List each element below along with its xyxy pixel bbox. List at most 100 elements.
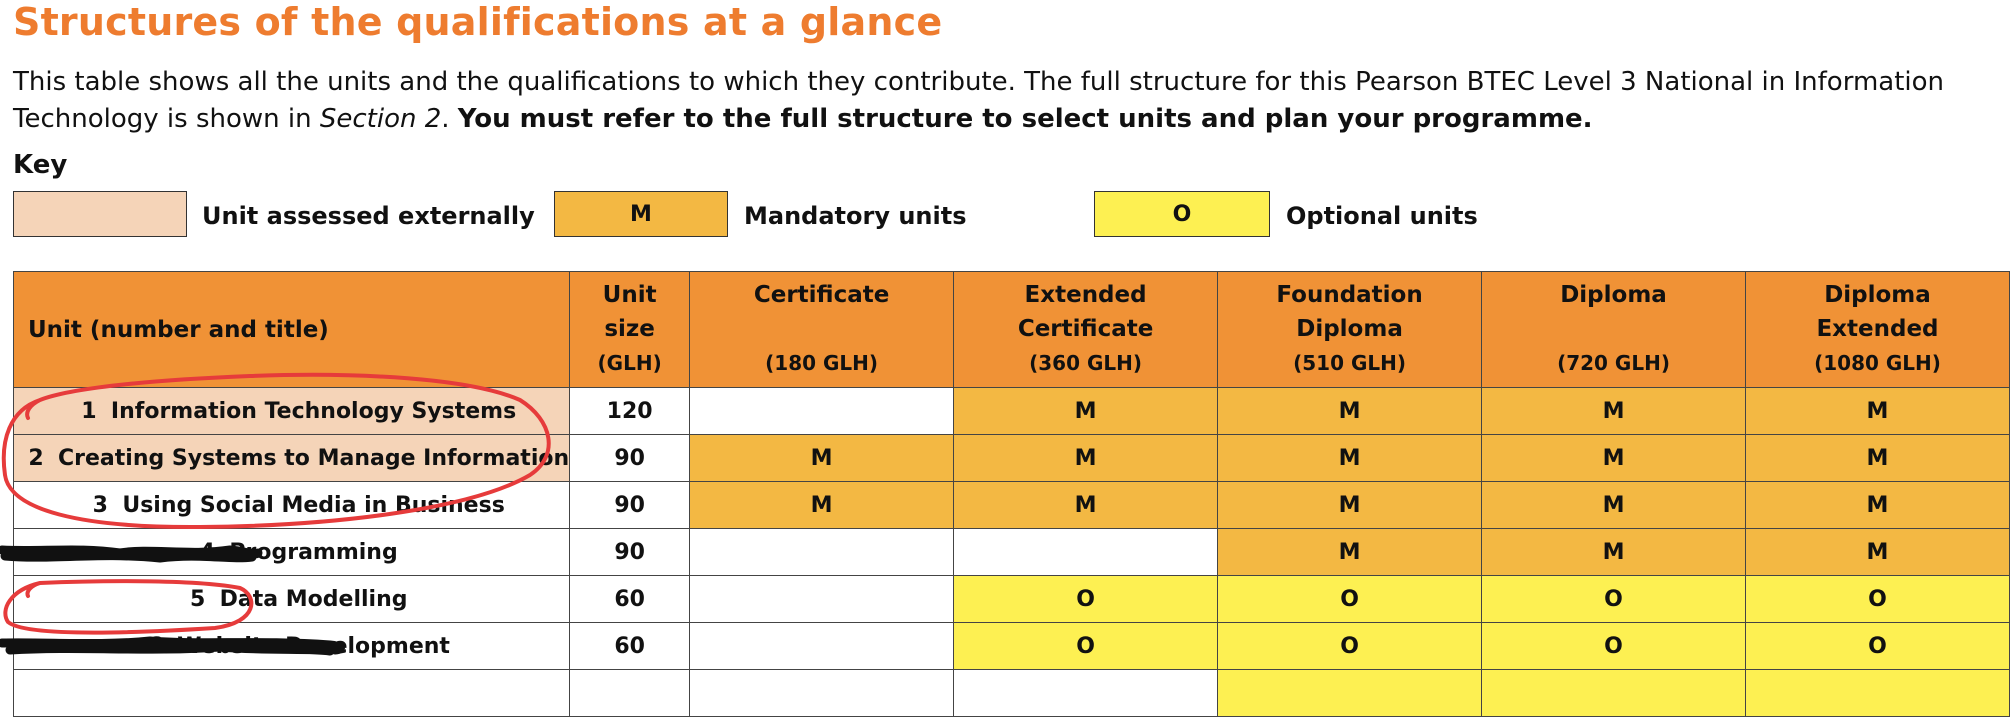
cell-diploma: M <box>1481 481 1746 529</box>
key-mandatory-swatch: M <box>554 191 728 237</box>
key-optional-swatch: O <box>1094 191 1270 237</box>
unit-size: 120 <box>569 387 691 435</box>
cell-extended-certificate: M <box>953 434 1219 482</box>
intro-section-ref: Section 2 <box>319 104 442 134</box>
qualification-structure-table: Unit (number and title) Unit size (GLH) … <box>12 271 2010 717</box>
cell-foundation-diploma: M <box>1217 387 1483 435</box>
cell-diploma-extended: M <box>1745 434 2010 482</box>
header-size-glh: (GLH) <box>597 351 662 375</box>
table-row: 5 Data Modelling 60 O O O O <box>12 575 2010 623</box>
cell-foundation-diploma <box>1217 669 1483 717</box>
cell-diploma: O <box>1481 622 1746 670</box>
cell-diploma: M <box>1481 387 1746 435</box>
cell-diploma: M <box>1481 434 1746 482</box>
unit-number: 5 <box>189 586 206 612</box>
cell-extended-certificate: O <box>953 575 1219 623</box>
header-extcert-line2: Certificate <box>1017 316 1154 342</box>
cell-diploma-extended: O <box>1745 622 2010 670</box>
header-extcert-line1: Extended <box>1024 282 1147 308</box>
header-dipext-line2: Extended <box>1816 316 1939 342</box>
unit-number: 1 <box>81 398 97 424</box>
cell-certificate: M <box>689 481 955 529</box>
header-certificate: Certificate (180 GLH) <box>689 271 955 388</box>
cell-certificate <box>689 528 955 576</box>
header-size-line1: Unit <box>602 282 657 308</box>
unit-title-cell <box>12 669 571 717</box>
unit-title: Programming <box>229 539 398 565</box>
table-row: 4 Programming 90 M M M <box>12 528 2010 576</box>
header-unit-size: Unit size (GLH) <box>569 271 691 388</box>
unit-title-cell: 4 Programming <box>12 528 571 576</box>
key-external-label: Unit assessed externally <box>202 202 535 230</box>
header-dipext-glh: (1080 GLH) <box>1814 351 1941 375</box>
unit-number: 2 <box>28 445 44 471</box>
cell-foundation-diploma: O <box>1217 622 1483 670</box>
unit-number: 6 <box>147 633 163 659</box>
cell-diploma: O <box>1481 575 1746 623</box>
unit-number: 4 <box>199 539 216 565</box>
cell-extended-certificate <box>953 528 1219 576</box>
cell-extended-certificate: O <box>953 622 1219 670</box>
cell-certificate <box>689 622 955 670</box>
cell-extended-certificate: M <box>953 481 1219 529</box>
key-mandatory-label: Mandatory units <box>744 202 967 230</box>
unit-title-cell: 5 Data Modelling <box>12 575 571 623</box>
table-row-partial <box>12 669 2010 717</box>
intro-paragraph: This table shows all the units and the q… <box>13 64 1998 138</box>
cell-certificate <box>689 387 955 435</box>
header-cert-glh: (180 GLH) <box>765 351 879 375</box>
cell-certificate <box>689 669 955 717</box>
header-diploma-extended: Diploma Extended (1080 GLH) <box>1745 271 2010 388</box>
header-foundation-diploma: Foundation Diploma (510 GLH) <box>1217 271 1483 388</box>
unit-title-cell: 2 Creating Systems to Manage Information <box>12 434 571 482</box>
header-found-line1: Foundation <box>1276 282 1423 308</box>
unit-size: 60 <box>569 575 691 623</box>
unit-size <box>569 669 691 717</box>
header-unit: Unit (number and title) <box>12 271 571 388</box>
table-header-row: Unit (number and title) Unit size (GLH) … <box>12 271 2010 388</box>
header-dip-glh: (720 GLH) <box>1557 351 1670 375</box>
key-optional-label: Optional units <box>1286 202 1478 230</box>
header-extcert-glh: (360 GLH) <box>1029 351 1143 375</box>
unit-title: Creating Systems to Manage Information <box>58 445 570 471</box>
header-dip-line1: Diploma <box>1560 282 1667 308</box>
key-heading: Key <box>13 150 68 180</box>
unit-size: 90 <box>569 481 691 529</box>
unit-title: Website Development <box>177 633 450 659</box>
header-extended-certificate: Extended Certificate (360 GLH) <box>953 271 1219 388</box>
page-title: Structures of the qualifications at a gl… <box>13 0 943 44</box>
unit-title-cell: 3 Using Social Media in Business <box>12 481 571 529</box>
unit-number: 3 <box>92 492 108 518</box>
cell-diploma-extended: M <box>1745 481 2010 529</box>
cell-diploma-extended: O <box>1745 575 2010 623</box>
header-size-line2: size <box>604 316 655 342</box>
header-found-line2: Diploma <box>1296 316 1403 342</box>
header-cert-line1: Certificate <box>753 282 890 308</box>
unit-size: 90 <box>569 434 691 482</box>
header-dipext-line1: Diploma <box>1824 282 1931 308</box>
cell-diploma <box>1481 669 1746 717</box>
cell-foundation-diploma: M <box>1217 434 1483 482</box>
cell-extended-certificate: M <box>953 387 1219 435</box>
cell-diploma-extended: M <box>1745 387 2010 435</box>
header-diploma: Diploma (720 GLH) <box>1481 271 1746 388</box>
intro-instruction: You must refer to the full structure to … <box>457 104 1593 134</box>
intro-text: This table shows all the units and the q… <box>13 67 1945 134</box>
cell-certificate: M <box>689 434 955 482</box>
cell-diploma-extended: M <box>1745 528 2010 576</box>
cell-extended-certificate <box>953 669 1219 717</box>
cell-diploma-extended <box>1745 669 2010 717</box>
cell-foundation-diploma: O <box>1217 575 1483 623</box>
table-row: 3 Using Social Media in Business 90 M M M… <box>12 481 2010 529</box>
header-found-glh: (510 GLH) <box>1293 351 1406 375</box>
cell-certificate <box>689 575 955 623</box>
unit-size: 90 <box>569 528 691 576</box>
cell-foundation-diploma: M <box>1217 528 1483 576</box>
cell-diploma: M <box>1481 528 1746 576</box>
unit-title: Using Social Media in Business <box>122 492 505 518</box>
unit-title: Data Modelling <box>219 586 408 612</box>
